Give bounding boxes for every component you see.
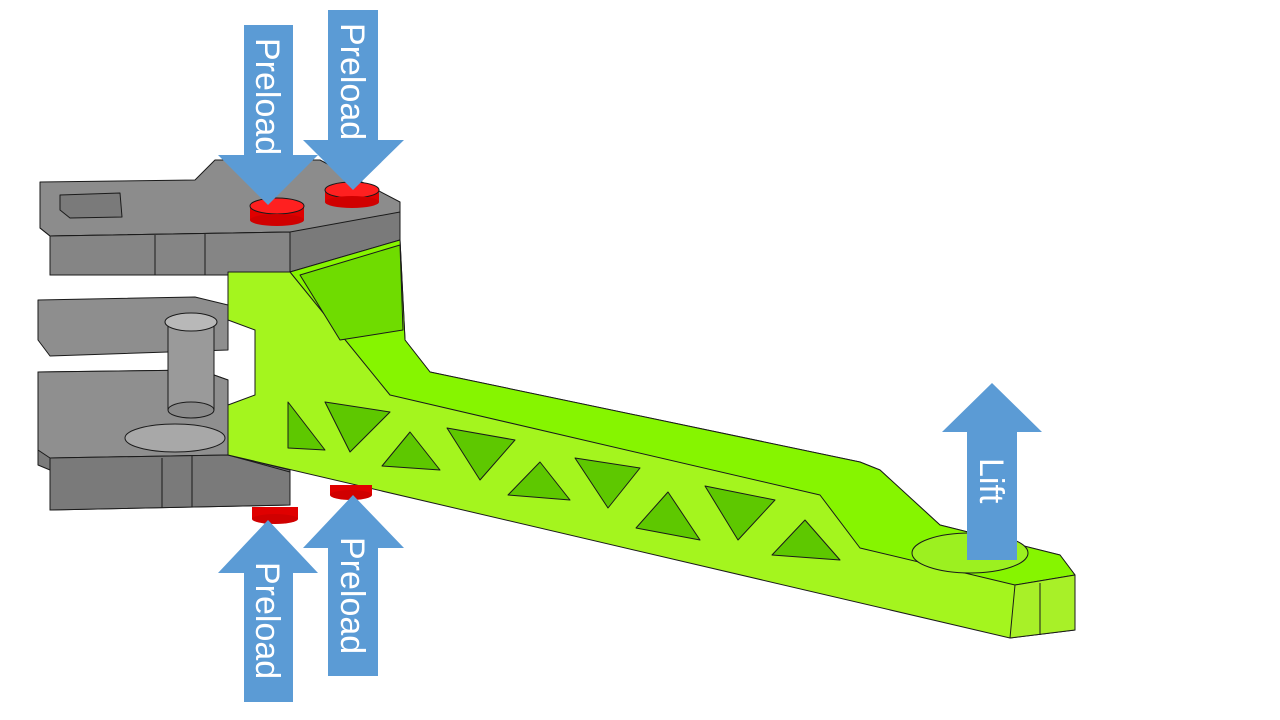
preload-label: Preload [248,38,286,155]
pivot-pin [164,312,218,419]
lower-clamp-block [37,369,291,511]
lift-arrow: Lift [942,383,1042,560]
upper-clamp-block [39,159,401,276]
preload-arrow-bottom-1: Preload [218,520,318,702]
truss-cutouts [287,401,841,561]
preload-arrow-bottom-2: Preload [303,495,404,676]
preload-label: Preload [333,23,371,140]
preload-pads [249,181,380,524]
preload-label: Preload [333,537,371,654]
preload-arrow-top-1: Preload [218,25,318,205]
preload-arrow-top-2: Preload [303,10,404,190]
lift-label: Lift [972,458,1010,504]
preload-label: Preload [248,562,286,679]
green-arm [227,239,1076,639]
